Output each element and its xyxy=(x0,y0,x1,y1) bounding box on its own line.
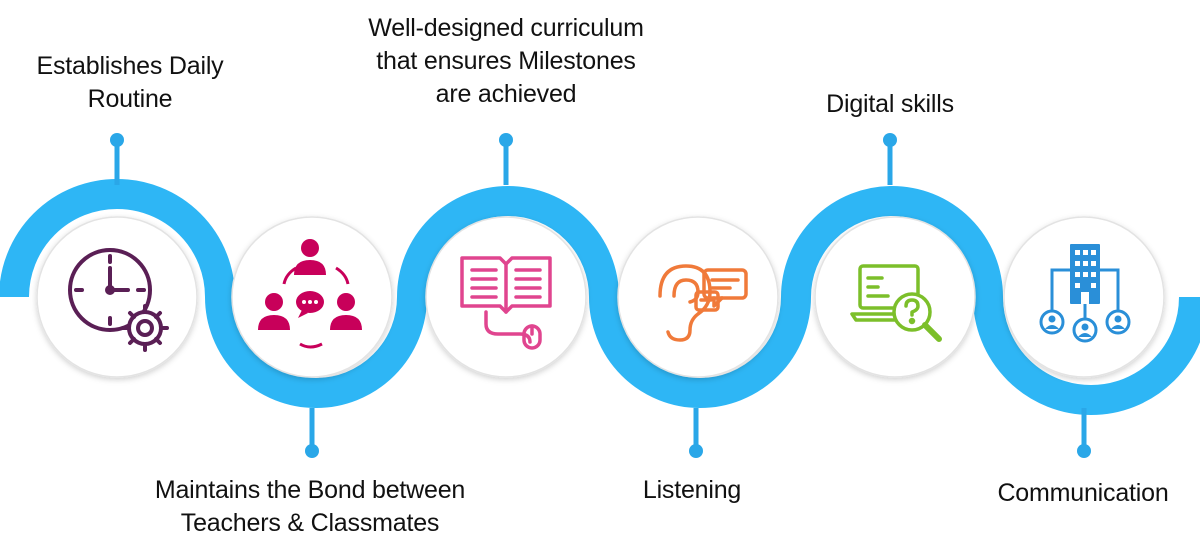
connector-routine xyxy=(110,133,124,185)
step-label-curriculum: Well-designed curriculum that ensures Mi… xyxy=(346,12,666,111)
step-label-line: Listening xyxy=(642,476,742,504)
step-label-line: Well-designed curriculum xyxy=(368,14,644,42)
step-label-digital: Digital skills xyxy=(780,88,1000,121)
wave-band xyxy=(0,179,1200,415)
step-label-line: Establishes Daily xyxy=(36,52,224,80)
connector-bond xyxy=(305,408,319,458)
step-label-line: Communication xyxy=(997,479,1169,507)
ear-speech-icon xyxy=(658,264,748,342)
step-label-communication: Communication xyxy=(968,477,1198,510)
clock-gear-icon xyxy=(68,248,169,352)
step-label-line: Routine xyxy=(87,85,173,113)
laptop-search-icon xyxy=(850,264,942,342)
step-label-line: that ensures Milestones xyxy=(376,47,636,75)
connector-listening xyxy=(689,408,703,458)
step-label-line: Maintains the Bond between xyxy=(154,476,466,504)
step-label-line: are achieved xyxy=(435,80,577,108)
connectors xyxy=(110,133,1091,458)
connector-communication xyxy=(1077,408,1091,458)
step-label-listening: Listening xyxy=(592,474,792,507)
people-chat-icon xyxy=(258,239,362,349)
step-label-line: Teachers & Classmates xyxy=(180,509,440,537)
step-label-line: Digital skills xyxy=(826,90,954,118)
circle-digital xyxy=(814,216,976,378)
book-mouse-icon xyxy=(460,256,552,350)
connector-curriculum xyxy=(499,133,513,185)
step-label-bond: Maintains the Bond between Teachers & Cl… xyxy=(120,474,500,540)
step-label-routine: Establishes Daily Routine xyxy=(10,50,250,116)
connector-digital xyxy=(883,133,897,185)
circle-routine xyxy=(36,216,198,378)
building-network-icon xyxy=(1039,244,1131,343)
